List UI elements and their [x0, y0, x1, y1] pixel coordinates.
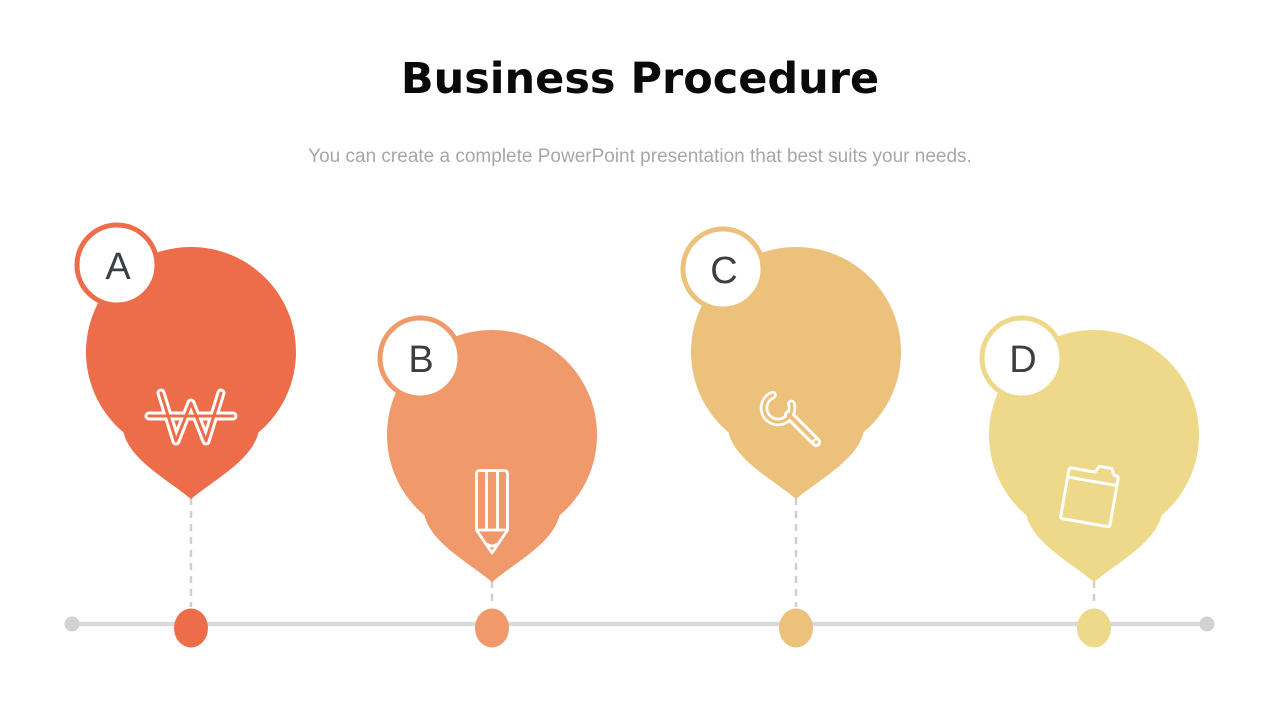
step-badge-a: [74, 222, 160, 308]
pencil-icon: [475, 469, 509, 555]
step-badge-letter-c: C: [710, 250, 737, 292]
step-badge-d: [979, 315, 1065, 401]
step-badge-letter-a: A: [105, 246, 131, 288]
timeline-end-dot: [1199, 616, 1215, 632]
won-currency-icon: [144, 388, 238, 446]
step-badge-letter-b: B: [408, 339, 433, 381]
step-badge-c: [680, 226, 766, 312]
wrench-icon: [759, 390, 821, 448]
step-badge-letter-d: D: [1009, 339, 1036, 381]
step-marker-dot-c: [779, 608, 813, 648]
step-balloon-a: [86, 246, 297, 499]
step-marker-dot-d: [1077, 608, 1111, 648]
step-badge-b: [377, 315, 463, 401]
slide-subtitle: You can create a complete PowerPoint pre…: [308, 146, 972, 167]
step-marker-dot-b: [475, 608, 509, 648]
step-marker-dot-a: [174, 608, 208, 648]
slide-title: Business Procedure: [400, 54, 880, 104]
step-balloon-c: [691, 246, 901, 499]
timeline-start-dot: [64, 616, 80, 632]
folder-icon: [1059, 464, 1120, 529]
